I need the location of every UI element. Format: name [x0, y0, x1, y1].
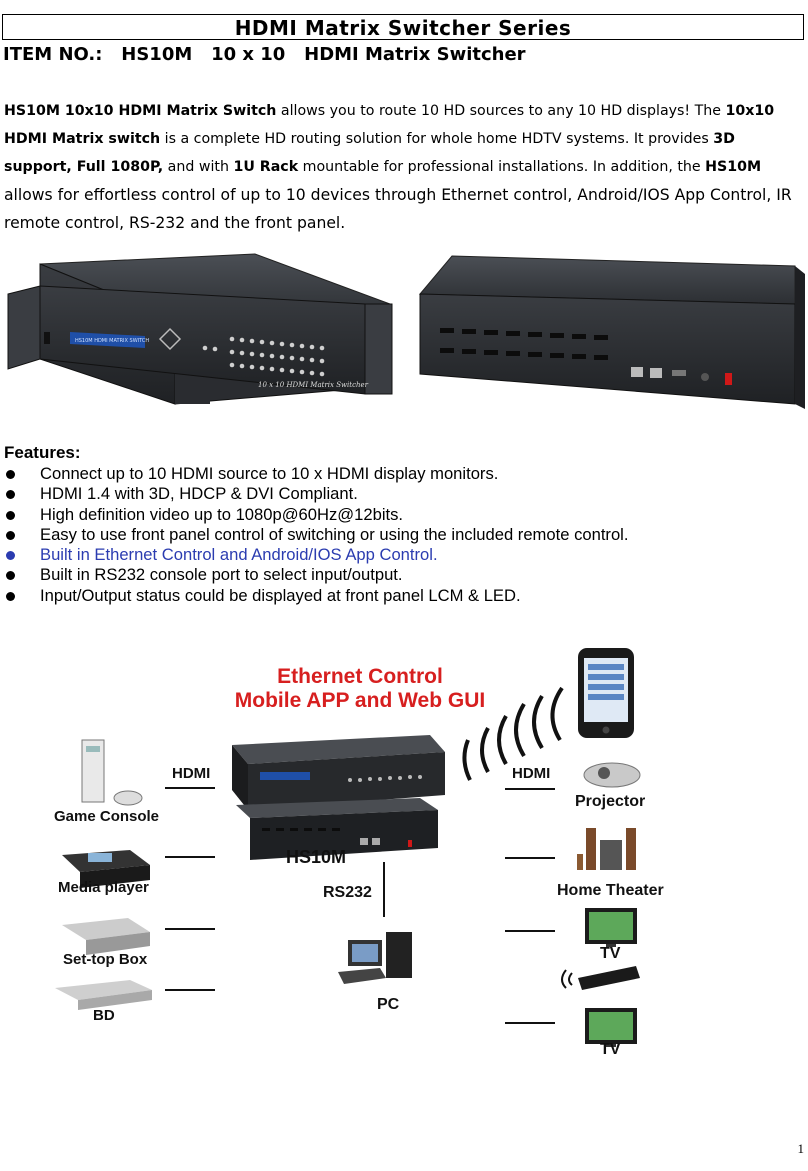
display-label-tv: TV	[600, 1041, 621, 1058]
feature-item: HDMI 1.4 with 3D, HDCP & DVI Compliant.	[4, 484, 628, 504]
wireless-waves-icon	[462, 686, 564, 781]
display-label-home-theater: Home Theater	[557, 882, 664, 899]
game-console-icon	[81, 739, 143, 806]
intro-text-2: is a complete HD routing solution for wh…	[160, 130, 714, 147]
feature-item-highlighted: Built in Ethernet Control and Android/IO…	[4, 545, 628, 565]
source-label-game-console: Game Console	[54, 808, 160, 825]
feature-item: Built in RS232 console port to select in…	[4, 565, 628, 585]
intro-bold-4: 1U Rack	[233, 159, 299, 175]
feature-item: Connect up to 10 HDMI source to 10 x HDM…	[4, 464, 628, 484]
intro-bold-5: HS10M	[705, 159, 762, 175]
bullet-icon	[6, 551, 15, 561]
projector-icon	[583, 762, 641, 788]
device-name-label: HS10M	[286, 847, 347, 867]
diagram-title-line1: Ethernet Control	[277, 665, 443, 688]
feature-item: Easy to use front panel control of switc…	[4, 525, 628, 545]
pc-icon	[338, 932, 412, 984]
item-label: ITEM NO.:	[3, 44, 103, 65]
home-theater-icon	[577, 828, 636, 870]
intro-text-5: allows for effortless control of up to 1…	[4, 185, 792, 233]
display-label-tv: TV	[600, 945, 621, 962]
bullet-icon	[6, 470, 15, 479]
bullet-icon	[6, 510, 15, 520]
rs232-label: RS232	[323, 884, 372, 901]
rear-panel-photo	[418, 255, 805, 409]
source-label-bd: BD	[93, 1007, 115, 1024]
set-top-box-icon	[62, 918, 150, 955]
diagram-title: Ethernet Control Mobile APP and Web GUI	[210, 665, 510, 713]
bullet-icon	[6, 571, 15, 581]
lcd-text: HS10M HDMI MATRIX SWITCH	[75, 338, 149, 344]
bd-player-icon	[55, 980, 152, 1010]
remote-control-icon	[561, 966, 640, 990]
intro-text-1: allows you to route 10 HD sources to any…	[276, 103, 726, 119]
item-number: HS10M	[121, 44, 193, 65]
features-list: Connect up to 10 HDMI source to 10 x HDM…	[4, 464, 628, 606]
diagram-title-line2: Mobile APP and Web GUI	[234, 689, 486, 712]
intro-bold-2: 10x10 HDMI Matrix switch	[4, 103, 775, 147]
bullet-icon	[6, 530, 15, 540]
smartphone-icon	[578, 648, 634, 738]
hdmi-left-label: HDMI	[172, 765, 211, 782]
intro-bold-3: 3D support, Full 1080P,	[4, 130, 735, 176]
front-panel-label: 10 x 10 HDMI Matrix Switcher	[258, 381, 369, 389]
bullet-icon	[6, 490, 15, 500]
connection-diagram: Ethernet Control Mobile APP and Web GUI	[0, 640, 808, 1070]
features-title: Features:	[4, 443, 81, 462]
pc-label: PC	[377, 996, 400, 1013]
feature-item: High definition video up to 1080p@60Hz@1…	[4, 505, 628, 525]
diagram-graphics	[55, 648, 641, 1047]
intro-paragraph: HS10M 10x10 HDMI Matrix Switch allows yo…	[4, 98, 806, 239]
source-label-media-player: Media player	[58, 879, 149, 896]
item-line: ITEM NO.: HS10M 10 x 10 HDMI Matrix Swit…	[3, 44, 526, 65]
intro-text-3: and with	[163, 159, 234, 175]
hdmi-right-label: HDMI	[512, 765, 551, 782]
front-panel-photo: HS10M HDMI MATRIX SWITCH 10 x 10 HDMI Ma…	[7, 253, 393, 405]
bullet-icon	[6, 591, 15, 601]
media-player-icon	[62, 850, 150, 888]
source-label-set-top-box: Set-top Box	[63, 951, 148, 968]
tv-icon	[585, 1008, 637, 1047]
feature-item: Input/Output status could be displayed a…	[4, 586, 628, 606]
product-photos: HS10M HDMI MATRIX SWITCH 10 x 10 HDMI Ma…	[7, 253, 805, 409]
page-number: 1	[797, 1141, 805, 1156]
intro-bold-1: HS10M 10x10 HDMI Matrix Switch	[4, 103, 277, 119]
item-description: 10 x 10 HDMI Matrix Switcher	[211, 44, 526, 65]
series-title: HDMI Matrix Switcher Series	[2, 14, 804, 40]
intro-text-4: mountable for professional installations…	[298, 159, 706, 175]
matrix-switcher-icon	[232, 735, 445, 860]
display-label-projector: Projector	[575, 793, 646, 810]
tv-icon	[585, 908, 637, 947]
